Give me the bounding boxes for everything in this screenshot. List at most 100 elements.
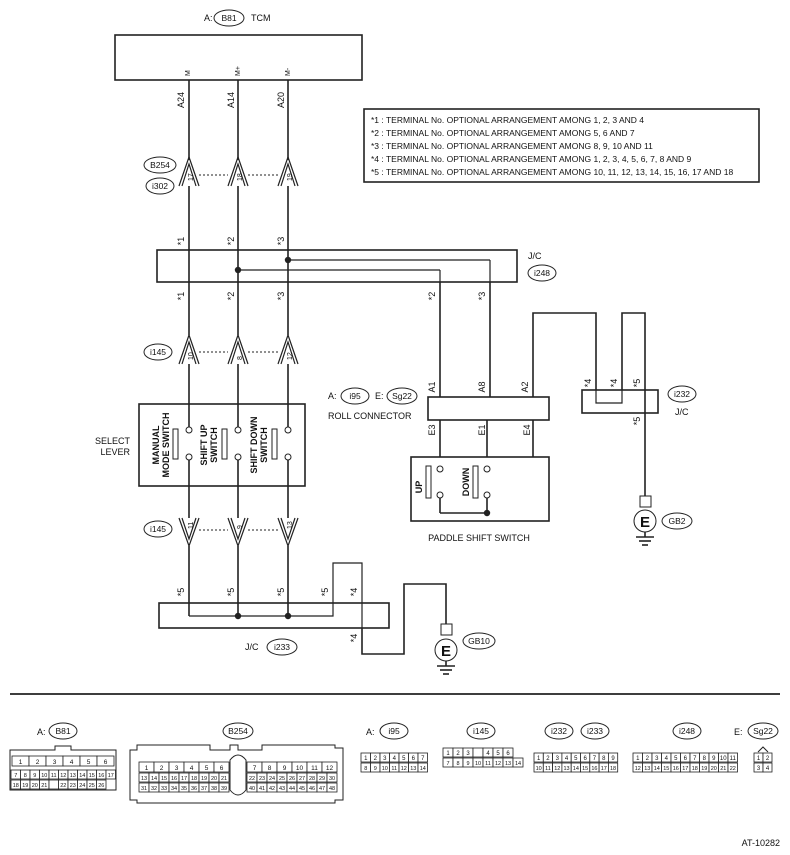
- select-lever-line2: LEVER: [100, 447, 130, 457]
- pin-label: 25: [279, 776, 285, 782]
- pin-label: 2: [36, 759, 40, 766]
- roll-bottom-e3: E3: [427, 424, 437, 435]
- pin-label: 11: [730, 756, 737, 762]
- note-1: *1 : TERMINAL No. OPTIONAL ARRANGEMENT A…: [371, 115, 644, 125]
- pin-label: 5: [402, 756, 406, 762]
- pin-label: 3: [556, 756, 560, 762]
- face-i233-id: i233: [587, 726, 603, 736]
- pin-label: 12: [495, 761, 501, 767]
- gb2-id: GB2: [668, 516, 685, 526]
- main-wires: [188, 80, 289, 616]
- pin-label: 5: [674, 756, 678, 762]
- pin-label: 6: [104, 759, 108, 766]
- face-sg22-oval: [747, 722, 779, 740]
- pin-label: 13: [644, 766, 650, 772]
- pin-label: 27: [299, 776, 305, 782]
- pin-label: 36: [191, 786, 197, 792]
- pin-label: 16: [591, 766, 597, 772]
- pin-label: 19: [201, 776, 207, 782]
- pin-label: 10: [720, 756, 727, 762]
- pin-label: 2: [456, 751, 460, 757]
- pin-cell: [762, 752, 773, 763]
- pin-label: 16: [98, 773, 104, 779]
- pin-label: 25: [89, 783, 95, 789]
- pin-label: 15: [161, 776, 167, 782]
- conn145a-id: i145: [150, 347, 166, 357]
- pin-cell: [321, 761, 338, 773]
- pin-label: 3: [175, 765, 179, 772]
- pin-label: 22: [60, 783, 66, 789]
- shift-down-label-2: SWITCH: [259, 427, 269, 463]
- tcm-terminal-a20: A20: [276, 92, 286, 108]
- pin-cell: [48, 779, 59, 790]
- pin-label: 23: [259, 776, 265, 782]
- pin-label: 13: [141, 776, 147, 782]
- face-i145-oval: [466, 722, 496, 740]
- pin-label: 7: [693, 756, 697, 762]
- roll-name: ROLL CONNECTOR: [328, 411, 412, 421]
- pin-label: 38: [211, 786, 217, 792]
- pin-label: 4: [665, 756, 669, 762]
- pin-cell: [608, 752, 619, 763]
- pin-label: 17: [682, 766, 688, 772]
- face-i95-prefix: A:: [366, 727, 375, 737]
- jc232-oval: [667, 385, 697, 403]
- pin-label: 4: [70, 759, 74, 766]
- pin-label: 8: [268, 765, 272, 772]
- conn1-label-b254: B254: [150, 160, 170, 170]
- pin-label: 5: [496, 751, 500, 757]
- jc248-bottom-3: *3: [276, 292, 286, 301]
- pin-label: 9: [466, 761, 469, 767]
- pin-label: 1: [636, 756, 640, 762]
- roll-top-a1: A1: [427, 381, 437, 392]
- pin-cell: [727, 762, 738, 773]
- pin-label: 7: [14, 773, 17, 779]
- pin-label: 11: [51, 773, 57, 779]
- pin-label: 2: [160, 765, 164, 772]
- jc233-top-5: *4: [349, 588, 359, 597]
- pin-label: 5: [574, 756, 578, 762]
- pin-label: 3: [655, 756, 659, 762]
- face-i95-id: i95: [388, 726, 400, 736]
- pin-cell: [213, 761, 230, 773]
- pin-cell: [326, 772, 338, 783]
- face-i248-oval: [672, 722, 702, 740]
- jc232-label-3: *5: [632, 379, 642, 388]
- pin-label: 43: [279, 786, 285, 792]
- pin-label: 26: [98, 783, 104, 789]
- pin-label: 7: [446, 761, 449, 767]
- pin-label: 2: [766, 756, 770, 762]
- pin-label: 18: [191, 776, 197, 782]
- pin-label: 11: [545, 766, 551, 772]
- roll-a-prefix: A:: [328, 391, 337, 401]
- note-4: *4 : TERMINAL No. OPTIONAL ARRANGEMENT A…: [371, 154, 692, 164]
- conn145a-pin-12: 12: [287, 352, 294, 360]
- jc232-title: J/C: [675, 407, 689, 417]
- pin-cell: [218, 782, 230, 793]
- jc232-label-1: *4: [583, 379, 593, 388]
- pin-label: 21: [41, 783, 47, 789]
- face-i145-id: i145: [473, 726, 489, 736]
- pin-label: 16: [673, 766, 679, 772]
- pin-cell: [326, 782, 338, 793]
- pin-label: 10: [41, 773, 47, 779]
- select-lever-switches: [172, 404, 292, 486]
- jc248-top-3: *3: [276, 237, 286, 246]
- note-3: *3 : TERMINAL No. OPTIONAL ARRANGEMENT A…: [371, 141, 653, 151]
- roll-wires-top: [439, 282, 646, 397]
- paddle-box: [410, 456, 550, 522]
- conn145b-pin-13: 13: [287, 521, 294, 529]
- pin-label: 37: [201, 786, 207, 792]
- pin-label: 6: [220, 765, 224, 772]
- pin-label: 13: [563, 766, 569, 772]
- jc232-id: i232: [674, 389, 690, 399]
- pin-label: 41: [259, 786, 265, 792]
- pin-label: 8: [364, 766, 367, 772]
- pin-label: 11: [485, 761, 491, 767]
- conn145a-pin-8: 8: [237, 356, 244, 360]
- paddle-up-label: UP: [414, 481, 424, 494]
- pin-label: 15: [663, 766, 669, 772]
- jc248-title: J/C: [528, 251, 542, 261]
